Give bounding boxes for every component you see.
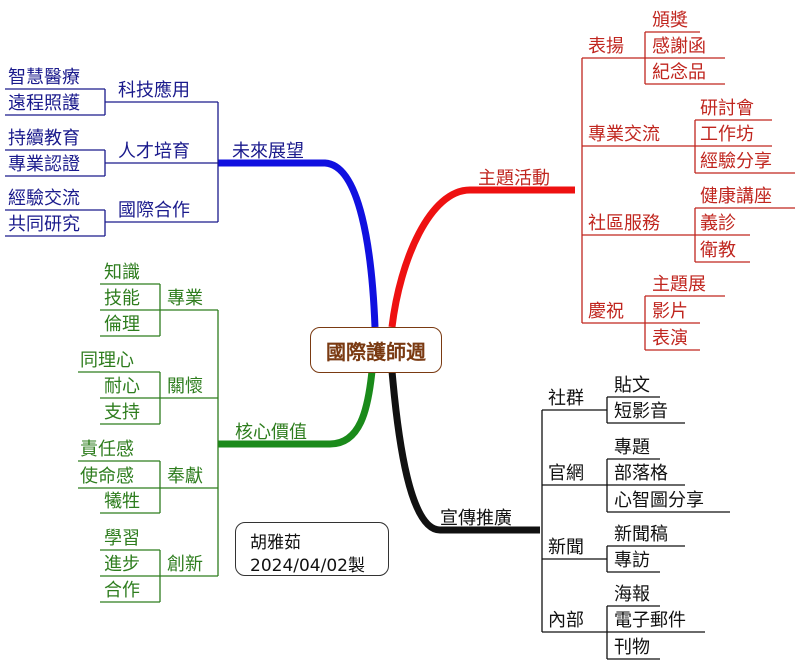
promotion-item[interactable]: 新聞稿	[614, 524, 668, 545]
author-note: 胡雅茹 2024/04/02製	[235, 522, 389, 576]
activities-group-celebrate[interactable]: 慶祝	[588, 301, 624, 322]
promotion-main-curve	[388, 370, 540, 534]
branch-values[interactable]: 核心價值	[235, 422, 307, 443]
future-group-intl[interactable]: 國際合作	[118, 200, 190, 221]
values-item[interactable]: 倫理	[104, 314, 140, 335]
values-group-professional[interactable]: 專業	[167, 288, 203, 309]
future-main-curve	[218, 159, 379, 328]
future-item[interactable]: 智慧醫療	[8, 67, 80, 88]
activities-group-community[interactable]: 社區服務	[588, 213, 660, 234]
activities-item[interactable]: 影片	[652, 301, 688, 322]
values-item[interactable]: 支持	[104, 402, 140, 423]
activities-item[interactable]: 工作坊	[700, 124, 754, 145]
activities-group-exchange[interactable]: 專業交流	[588, 124, 660, 145]
future-item[interactable]: 共同研究	[8, 214, 80, 235]
promotion-group-social[interactable]: 社群	[548, 388, 584, 409]
activities-item[interactable]: 主題展	[652, 274, 706, 295]
values-main-curve	[218, 370, 376, 448]
future-lines	[5, 88, 219, 237]
promotion-item[interactable]: 刊物	[614, 637, 650, 658]
promotion-item[interactable]: 海報	[614, 584, 650, 605]
activities-item[interactable]: 表演	[652, 328, 688, 349]
values-group-care[interactable]: 關懷	[167, 376, 203, 397]
values-item[interactable]: 犧牲	[104, 491, 140, 512]
note-date: 2024/04/02製	[250, 556, 365, 576]
future-item[interactable]: 遠程照護	[8, 93, 80, 114]
promotion-item[interactable]: 電子郵件	[614, 610, 686, 631]
values-lines	[78, 283, 219, 603]
promotion-item[interactable]: 專題	[614, 437, 650, 458]
future-item[interactable]: 持續教育	[8, 128, 80, 149]
values-item[interactable]: 同理心	[80, 350, 134, 371]
values-item[interactable]: 責任感	[80, 439, 134, 460]
values-item[interactable]: 學習	[104, 528, 140, 549]
future-group-talent[interactable]: 人才培育	[118, 141, 190, 162]
promotion-item[interactable]: 短影音	[614, 401, 668, 422]
promotion-item[interactable]: 心智圖分享	[614, 490, 704, 511]
activities-item[interactable]: 義診	[700, 213, 736, 234]
values-item[interactable]: 知識	[104, 262, 140, 283]
activities-group-award[interactable]: 表揚	[588, 36, 624, 57]
promotion-item[interactable]: 專訪	[614, 550, 650, 571]
promotion-item[interactable]: 部落格	[614, 463, 668, 484]
promotion-group-internal[interactable]: 內部	[548, 610, 584, 631]
note-author: 胡雅茹	[250, 533, 301, 553]
center-topic[interactable]: 國際護師週	[310, 327, 442, 373]
branch-future[interactable]: 未來展望	[232, 141, 304, 162]
values-item[interactable]: 合作	[104, 580, 140, 601]
activities-item[interactable]: 衛教	[700, 240, 736, 261]
activities-item[interactable]: 健康講座	[700, 186, 772, 207]
branch-activities[interactable]: 主題活動	[478, 168, 550, 189]
values-group-dedication[interactable]: 奉獻	[167, 466, 203, 487]
branch-promotion[interactable]: 宣傳推廣	[440, 508, 512, 529]
values-item[interactable]: 耐心	[104, 376, 140, 397]
activities-main-curve	[388, 186, 575, 328]
values-group-innovation[interactable]: 創新	[167, 554, 203, 575]
activities-item[interactable]: 感謝函	[652, 36, 706, 57]
future-item[interactable]: 經驗交流	[8, 188, 80, 209]
values-item[interactable]: 使命感	[80, 466, 134, 487]
activities-item[interactable]: 研討會	[700, 98, 754, 119]
values-item[interactable]: 進步	[104, 554, 140, 575]
promotion-lines	[541, 396, 730, 660]
future-group-tech[interactable]: 科技應用	[118, 80, 190, 101]
values-item[interactable]: 技能	[104, 288, 140, 309]
future-item[interactable]: 專業認證	[8, 154, 80, 175]
activities-lines	[581, 31, 795, 351]
promotion-group-website[interactable]: 官網	[548, 463, 584, 484]
promotion-group-news[interactable]: 新聞	[548, 537, 584, 558]
promotion-item[interactable]: 貼文	[614, 375, 650, 396]
activities-item[interactable]: 經驗分享	[700, 151, 772, 172]
activities-item[interactable]: 頒獎	[652, 10, 688, 31]
activities-item[interactable]: 紀念品	[652, 62, 706, 83]
